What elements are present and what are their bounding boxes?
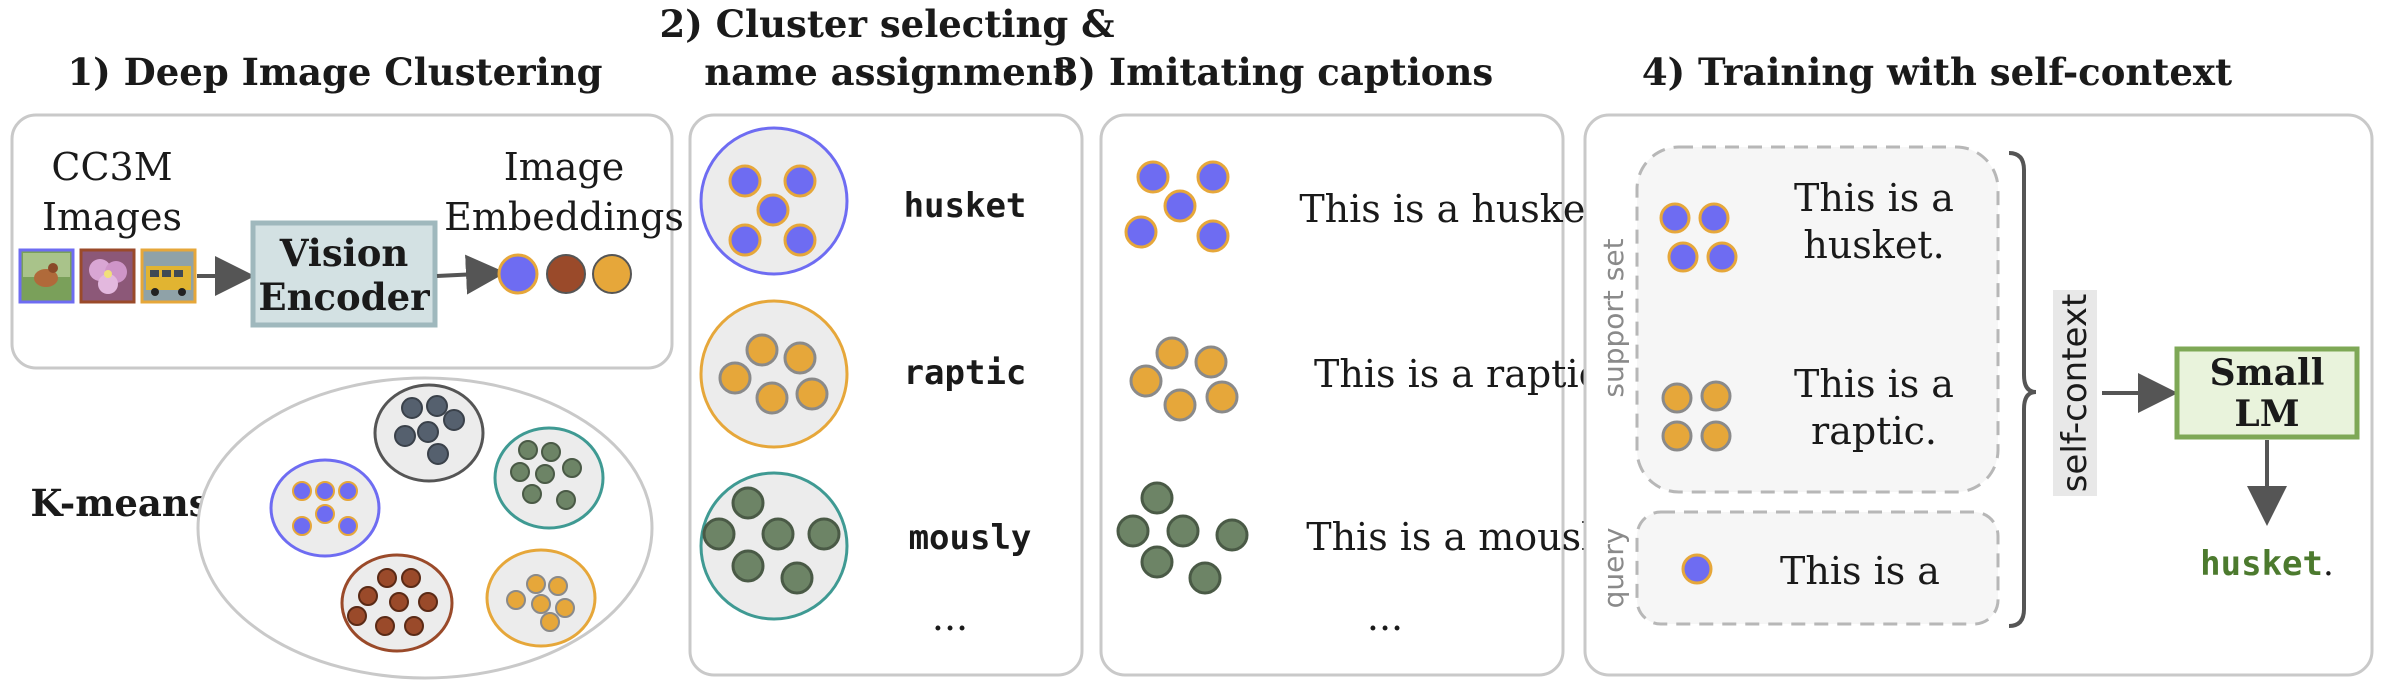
panel3-title: 3) Imitating captions [1053,50,1493,94]
caption-dots-raptic [1129,336,1239,422]
query-label: query [1597,528,1630,609]
images-label-line1: CC3M [51,145,172,189]
support-dots-raptic [1661,380,1732,452]
kmeans-cluster-purple [269,458,381,558]
caption-mously: This is a mously. [1306,515,1622,559]
caption-husket: This is a husket. [1299,187,1612,231]
flower-image-icon [79,248,136,304]
kmeans-cluster-slate [373,383,485,483]
self-context-label-bg [2053,290,2097,496]
panel1-title: 1) Deep Image Clustering [68,50,603,94]
panel2-title-line1: 2) Cluster selecting & [659,2,1114,46]
encoder-label-line2: Encoder [258,275,430,319]
embedding-dots [497,253,632,295]
arrow-encoder-to-embeddings [436,254,506,295]
small-lm-label-line1: Small [2210,352,2325,394]
panel2-title-line2: name assignment [704,50,1070,94]
cluster-name-husket: husket [904,186,1027,226]
support-caption-2-line1: This is a [1794,362,1954,406]
self-context-brace [2008,151,2037,628]
output-word: husket [2200,544,2323,584]
support-caption-2-line2: raptic. [1811,409,1937,453]
support-caption-1-line2: husket. [1803,223,1944,267]
cluster-raptic [699,299,849,449]
caption-raptic: This is a raptic. [1314,352,1612,396]
kmeans-cluster-orange [485,548,597,648]
panel3-ellipsis: ... [1367,595,1403,639]
vision-encoder-box [250,220,438,328]
output-prediction: husket. [2200,544,2334,584]
embedding-dot-purple [497,253,539,295]
query-box [1635,510,2000,626]
small-lm-label-line2: LM [2234,393,2299,435]
cluster-name-mously: mously [909,518,1032,558]
cluster-name-raptic: raptic [904,353,1027,393]
query-caption: This is a [1780,549,1940,593]
caption-dots-husket [1124,160,1230,253]
embedding-dot-orange [592,254,632,294]
embedding-dot-brown [546,254,586,294]
support-dots-husket [1659,202,1738,273]
images-label-line2: Images [42,195,182,239]
cluster-mously [699,471,849,621]
support-caption-1-line1: This is a [1794,176,1954,220]
kmeans-label: K-means [30,481,209,525]
encoder-label-line1: Vision [279,231,409,275]
embeddings-label-line1: Image [504,145,625,189]
panel2-ellipsis: ... [932,595,968,639]
bird-image-icon [18,248,75,304]
query-dot [1681,553,1713,585]
panel4-title: 4) Training with self-context [1642,50,2232,94]
support-set-label: support set [1597,238,1630,397]
caption-dots-mously [1116,481,1249,595]
output-period: . [2323,544,2334,584]
cluster-husket [699,126,849,276]
bus-image-icon [140,248,197,304]
small-lm-box [2174,346,2360,440]
embeddings-label-line2: Embeddings [444,195,684,239]
self-context-label: self-context [2055,294,2095,493]
kmeans-cluster-brown [340,553,454,653]
kmeans-cluster-green [493,426,605,530]
